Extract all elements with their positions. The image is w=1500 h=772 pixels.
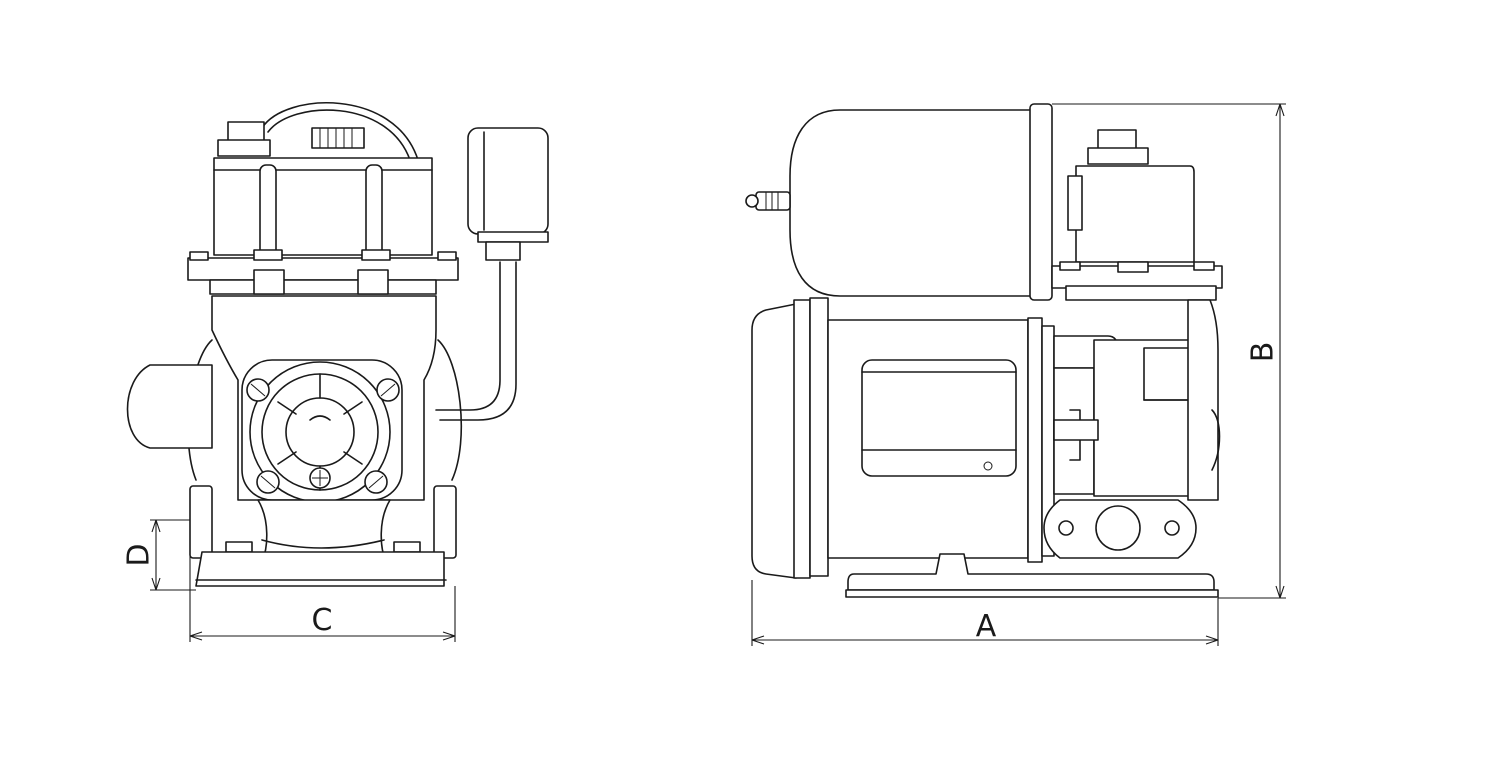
top-cap-bolt <box>227 121 265 143</box>
dimension-label-b: B <box>1246 342 1281 363</box>
pump-head <box>213 157 433 256</box>
pressure-switch <box>435 127 549 421</box>
motor-arc <box>261 102 419 161</box>
terminal-block <box>311 127 365 149</box>
suction-flange <box>1043 499 1197 559</box>
front-view <box>126 102 549 587</box>
impeller-cover <box>241 359 403 503</box>
dimension-label-a: A <box>976 609 997 644</box>
pressure-tank <box>789 109 1035 297</box>
side-base <box>847 553 1215 591</box>
dimension-lines <box>150 103 1286 646</box>
side-view <box>745 103 1223 598</box>
front-base <box>195 551 445 587</box>
discharge-pipe <box>126 364 213 449</box>
side-pump-head <box>1075 165 1195 263</box>
head-flange <box>187 257 459 281</box>
nameplate <box>861 359 1017 477</box>
motor-end-cover <box>751 303 797 579</box>
air-valve <box>755 191 791 211</box>
dimension-label-d: D <box>122 543 157 566</box>
dimension-label-c: C <box>312 603 333 638</box>
